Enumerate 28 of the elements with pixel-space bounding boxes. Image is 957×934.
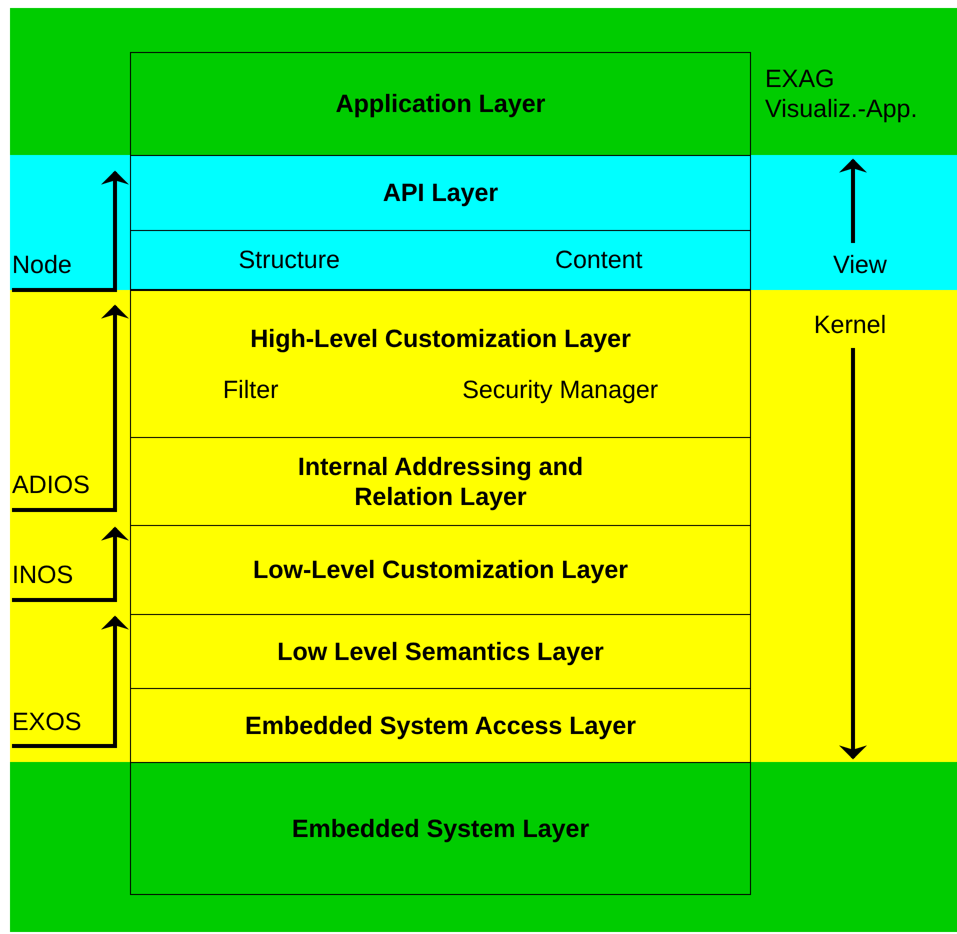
layer-title: Low Level Semantics Layer — [277, 636, 604, 666]
component-label: Security Manager — [462, 376, 658, 404]
layer-box — [130, 762, 751, 895]
layer-title: Embedded System Access Layer — [245, 710, 636, 740]
side-label: ADIOS — [12, 470, 90, 500]
layer-title: Low-Level Customization Layer — [252, 555, 628, 585]
layer-title: High-Level Customization Layer — [250, 324, 631, 354]
side-label: Kernel — [812, 310, 888, 340]
side-label: View — [832, 250, 888, 280]
layer-title: API Layer — [382, 178, 498, 208]
side-label: Node — [12, 250, 72, 280]
layer-box — [130, 437, 751, 526]
layer-title: Application Layer — [336, 89, 546, 119]
layer-box — [130, 525, 751, 615]
layer-box — [130, 688, 751, 763]
layer-box — [130, 52, 751, 156]
layer-title: Internal Addressing and Relation Layer — [296, 452, 584, 512]
layer-box — [130, 290, 751, 438]
side-label: EXOS — [12, 707, 82, 737]
layer-box — [130, 155, 751, 231]
layer-box — [130, 230, 751, 290]
component-label: Structure — [238, 246, 340, 274]
layer-box — [130, 614, 751, 689]
layer-title: Embedded System Layer — [292, 814, 590, 844]
component-label: Content — [554, 246, 642, 274]
side-label: EXAG Visualiz.-App. — [765, 64, 918, 124]
component-label: Filter — [222, 376, 278, 404]
side-label: INOS — [12, 560, 74, 590]
